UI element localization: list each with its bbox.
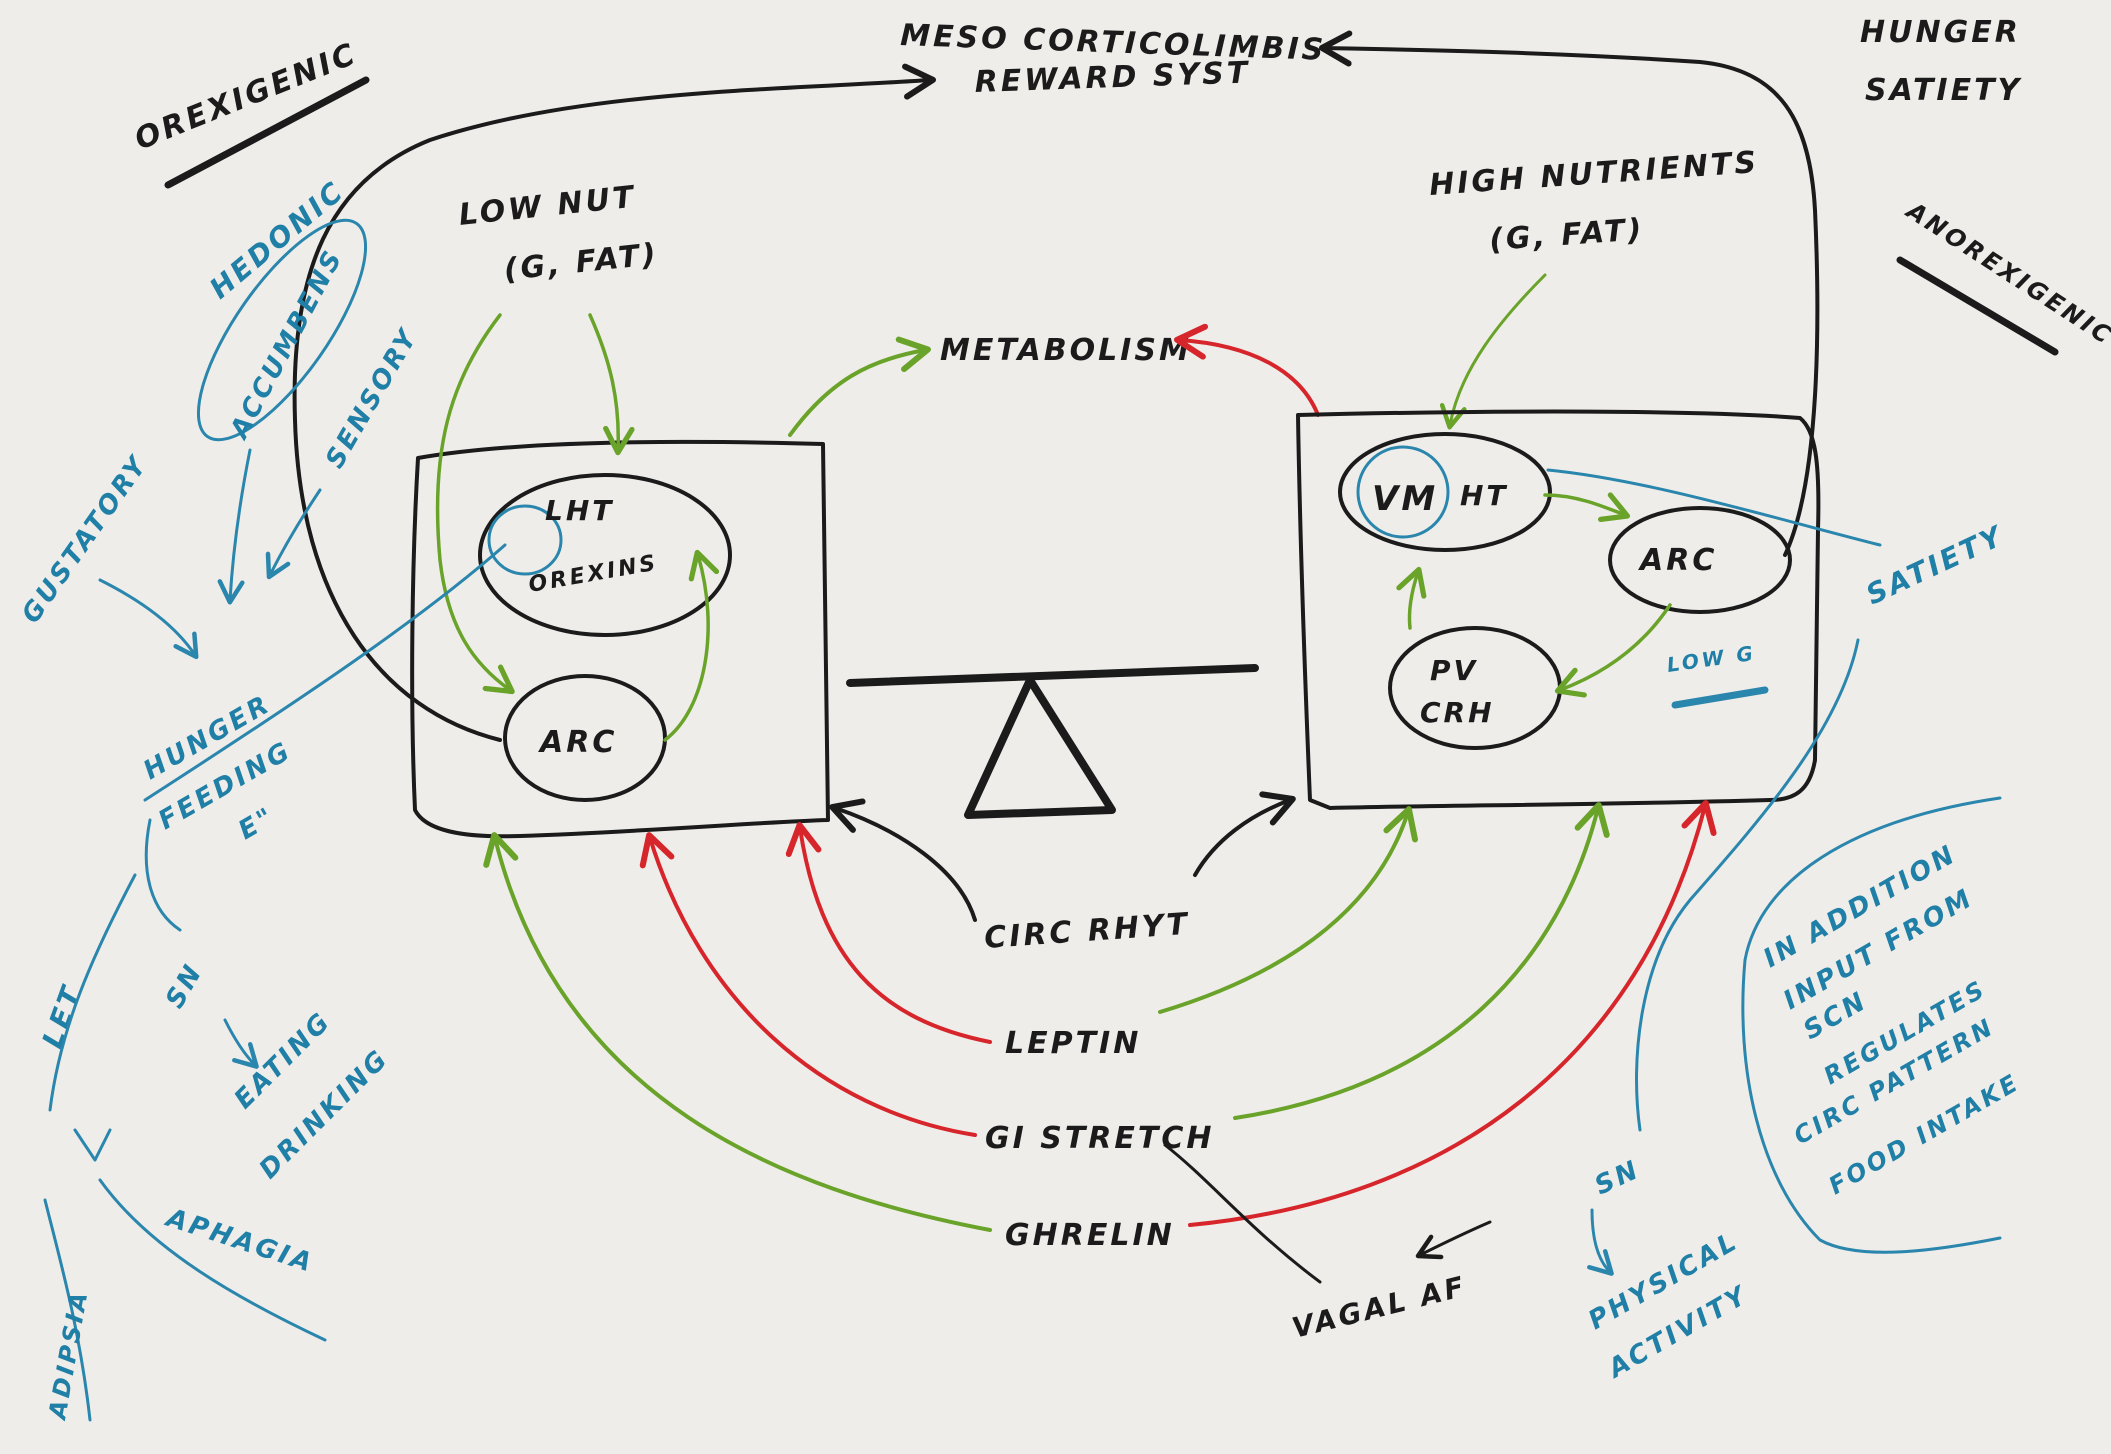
gustatory-to-hunger-arrow bbox=[98, 578, 199, 660]
leptin-label: LEPTIN bbox=[1005, 1026, 1141, 1061]
balance-beam bbox=[846, 664, 1259, 687]
leptin-to-right-arrow bbox=[1158, 806, 1419, 1014]
balance-scale-icon bbox=[846, 664, 1259, 819]
arc-to-lh-arrow bbox=[663, 549, 720, 742]
balance-fulcrum bbox=[964, 676, 1116, 819]
vmh-node bbox=[1338, 432, 1552, 552]
ghrelin-label: GHRELIN bbox=[1005, 1218, 1175, 1253]
left-notes-group: HEDONIC ACCUMBENS GUSTATORY SENSORY HUNG… bbox=[16, 174, 507, 1423]
orexigenic-underline bbox=[164, 76, 370, 189]
low-nut-line1: LOW NUT bbox=[457, 180, 638, 233]
circ-to-right-arrow bbox=[1193, 791, 1296, 877]
low-nut-line2: (G, FAT) bbox=[502, 237, 660, 288]
high-nut-line2: (G, FAT) bbox=[1488, 212, 1645, 258]
pv-to-vm-arrow bbox=[1396, 566, 1427, 630]
lownut-to-lh-arrow bbox=[588, 313, 635, 456]
anorexigenic-underline bbox=[1896, 256, 2059, 356]
right-arc-node bbox=[1608, 506, 1792, 614]
lh-to-hunger-line bbox=[143, 543, 507, 802]
crh-label: CRH bbox=[1420, 696, 1495, 729]
vagal-af-label: VAGAL AF bbox=[1289, 1270, 1470, 1345]
left-orexigenic-panel: LOW NUT (G, FAT) LHT OREXINS ARC bbox=[410, 180, 830, 839]
satiety-text: SATIETY bbox=[1865, 73, 2023, 108]
vm-to-arc-arrow bbox=[1543, 492, 1631, 523]
gi-stretch-label: GI STRETCH bbox=[985, 1121, 1214, 1156]
aphagia-label: APHAGIA bbox=[161, 1203, 318, 1279]
vagal-arrow bbox=[1415, 1220, 1492, 1260]
sensory-to-hunger-arrow bbox=[265, 488, 322, 580]
right-panel-box bbox=[1296, 409, 1821, 810]
lh-blue-marker bbox=[487, 504, 563, 576]
orexigenic-heading: OREXIGENIC bbox=[130, 36, 370, 189]
left-to-metabolism-arrow bbox=[788, 336, 931, 437]
anorexigenic-text: ANOREXIGENIC bbox=[1900, 195, 2111, 350]
high-nut-line1: HIGH NUTRIENTS bbox=[1428, 145, 1760, 203]
low-g-label: LOW G bbox=[1665, 641, 1757, 677]
adipsia-line bbox=[43, 1198, 92, 1422]
aphagia-line bbox=[98, 1178, 327, 1342]
sn-to-eating-arrow bbox=[223, 1018, 259, 1069]
left-loop-to-reward-arrow bbox=[292, 63, 936, 742]
vm-to-satiety-line bbox=[1546, 468, 1882, 547]
lownut-to-arc-arrow bbox=[435, 313, 515, 695]
addition-bracket bbox=[1741, 796, 2002, 1254]
hunger-satiety-heading: HUNGER SATIETY bbox=[1860, 15, 2023, 108]
metabolism-text: METABOLISM bbox=[940, 333, 1192, 368]
ghrelin-to-right-arrow bbox=[1188, 800, 1717, 1227]
lh-label: LHT bbox=[545, 494, 614, 527]
left-panel-box bbox=[410, 439, 830, 839]
right-arc-label: ARC bbox=[1638, 543, 1717, 578]
anorexigenic-heading: ANOREXIGENIC bbox=[1896, 195, 2111, 356]
circ-to-left-arrow bbox=[829, 798, 977, 922]
lh-node bbox=[478, 473, 732, 637]
sn-left-label: SN bbox=[160, 958, 209, 1013]
arc-to-pv-arrow bbox=[1554, 603, 1672, 698]
orexins-label: OREXINS bbox=[527, 551, 660, 598]
ghrelin-to-left-arrow bbox=[483, 832, 992, 1232]
highnut-to-vm-arrow bbox=[1439, 273, 1547, 430]
gi-to-vagal-line bbox=[1163, 1143, 1322, 1284]
reward-system-heading: MESO CORTICOLIMBIS REWARD SYST bbox=[900, 18, 1327, 100]
sn-right-label: SN bbox=[1590, 1155, 1645, 1202]
accumbens-loop bbox=[196, 218, 368, 442]
sn-to-physical-arrow bbox=[1587, 1208, 1614, 1276]
ht-label: HT bbox=[1460, 479, 1509, 512]
gustatory-label: GUSTATORY bbox=[16, 450, 154, 629]
accumbens-to-hunger-arrow bbox=[217, 448, 252, 605]
right-to-metabolism-arrow bbox=[1174, 323, 1320, 417]
vm-label: VM bbox=[1372, 479, 1438, 519]
hunger-to-sn-line bbox=[144, 818, 182, 932]
pv-crh-node bbox=[1388, 626, 1562, 750]
right-loop-to-reward-arrow bbox=[1319, 30, 1820, 557]
leptin-to-left-arrow bbox=[785, 822, 992, 1044]
gi-to-right-arrow bbox=[1233, 802, 1610, 1120]
right-notes-group: SATIETY SN PHYSICAL ACTIVITY IN ADDITION… bbox=[1546, 468, 2025, 1385]
circ-rhyt-label: CIRC RHYT bbox=[983, 907, 1191, 956]
satiety-to-sn-line bbox=[1635, 638, 1860, 1132]
signals-group: CIRC RHYT LEPTIN GI STRETCH GHRELIN VAGA… bbox=[483, 791, 1717, 1345]
hunger-feeding-line3: E" bbox=[234, 801, 281, 846]
sensory-label: SENSORY bbox=[320, 323, 424, 474]
hunger-to-let-line bbox=[48, 873, 137, 1112]
satiety-blue-label: SATIETY bbox=[1861, 519, 2009, 612]
let-down-arrow bbox=[73, 1128, 112, 1162]
pv-label: PV bbox=[1430, 654, 1478, 687]
vm-blue-marker bbox=[1356, 445, 1450, 539]
gi-to-left-arrow bbox=[639, 832, 977, 1137]
adipsia-label: ADIPSIA bbox=[43, 1287, 94, 1423]
right-anorexigenic-panel: HIGH NUTRIENTS (G, FAT) VM HT ARC PV CRH… bbox=[1296, 145, 1821, 810]
low-g-underline bbox=[1671, 686, 1769, 709]
reward-line2: REWARD SYST bbox=[974, 55, 1251, 100]
hunger-text: HUNGER bbox=[1860, 15, 2021, 50]
left-arc-label: ARC bbox=[538, 725, 617, 760]
